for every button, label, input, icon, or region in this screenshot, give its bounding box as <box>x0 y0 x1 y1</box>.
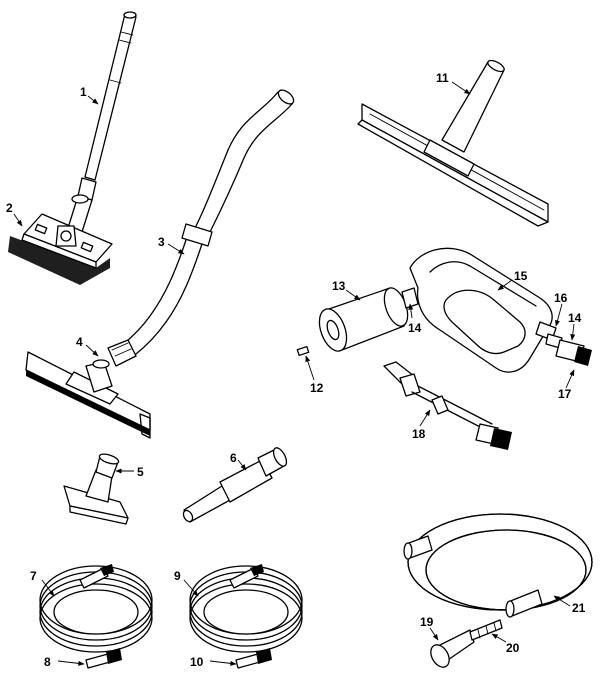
callout-5: 5 <box>137 465 144 479</box>
callout-19: 19 <box>420 615 434 629</box>
callout-12: 12 <box>310 381 324 395</box>
hose-coil-left <box>39 564 153 669</box>
callout-7: 7 <box>30 569 37 583</box>
gun-fittings <box>545 333 592 366</box>
spray-nozzle <box>430 619 503 668</box>
callout-10: 10 <box>190 655 204 669</box>
floor-tool <box>25 351 151 439</box>
leader-lines <box>13 81 576 666</box>
callout-11: 11 <box>436 71 449 85</box>
window-squeegee <box>357 59 549 227</box>
pressure-hose <box>403 513 593 618</box>
injector-assembly <box>296 287 419 357</box>
lance-coupler <box>383 361 512 450</box>
extension-pole <box>67 11 137 233</box>
callout-labels: 1 2 3 4 5 6 7 8 9 10 11 12 13 14 14 15 1… <box>6 71 586 669</box>
callout-14a: 14 <box>408 321 422 335</box>
crevice-tool <box>182 447 288 523</box>
callout-3: 3 <box>158 235 165 249</box>
callout-6: 6 <box>230 451 237 465</box>
scrub-brush <box>8 213 113 285</box>
callout-16: 16 <box>554 291 568 305</box>
upholstery-tool <box>63 453 129 525</box>
callout-17: 17 <box>558 387 572 401</box>
trigger-gun <box>409 247 557 373</box>
callout-9: 9 <box>174 569 181 583</box>
callout-15: 15 <box>514 269 528 283</box>
callout-1: 1 <box>80 85 87 99</box>
callout-14b: 14 <box>568 311 582 325</box>
callout-18: 18 <box>412 427 426 441</box>
callout-13: 13 <box>332 279 346 293</box>
callout-2: 2 <box>6 201 13 215</box>
callout-21: 21 <box>572 601 586 615</box>
curved-wand <box>107 89 295 367</box>
callout-8: 8 <box>44 655 51 669</box>
hose-coil-right <box>189 564 303 669</box>
callout-20: 20 <box>506 641 520 655</box>
callout-4: 4 <box>76 335 83 349</box>
